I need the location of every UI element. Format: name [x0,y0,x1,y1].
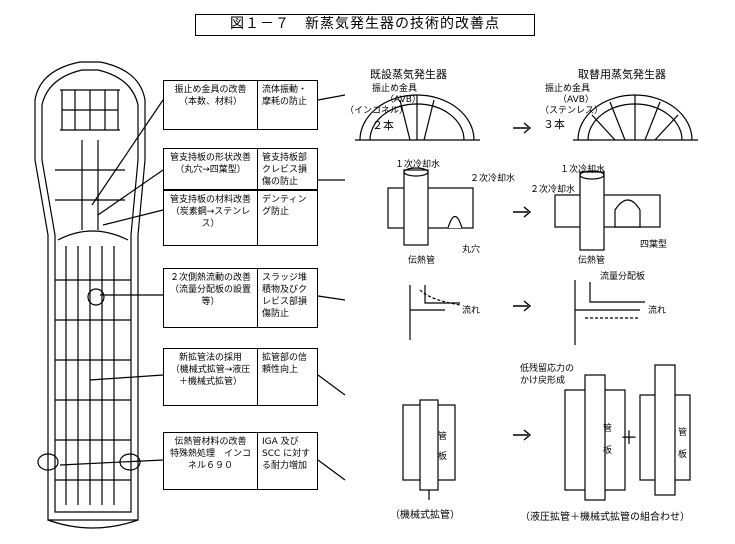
avb-old-diagram [355,94,480,141]
improvement-effect: スラッジ堆積物及びクレビス部損傷防止 [262,273,308,319]
improvement-detail: （炭素鋼→ステンレス） [170,207,251,229]
leader-arrows [59,94,346,481]
flow-new-label: 流れ [648,306,667,316]
sheet-label-c: 板 [678,450,688,460]
flow-old-diagram [409,285,461,340]
quatrefoil-label: 四葉型 [640,240,668,250]
tube-label-a: 管 [438,432,448,442]
flow-new-diagram [574,280,645,345]
improvement-effect: 管支持板部クレビス損傷の防止 [262,153,308,187]
mech-expansion-caption: （機械式拡管） [390,510,460,521]
flow-baffle-label: 流量分配板 [600,272,646,282]
improvement-effect: 流体振動・摩耗の防止 [262,85,308,107]
avb-new-label: 振止め金具 [545,84,591,94]
step-formation-label: かけ戻形成 [520,376,566,386]
flow-old-label: 流れ [462,306,481,316]
improvement-item: 伝熱管材料の改善 [174,437,247,447]
tube-label-c: 管 [678,428,688,438]
improvement-detail: （丸穴→四葉型） [175,165,246,175]
improvement-box-plate-shape: 管支持板の形状改善 （丸穴→四葉型） 管支持板部クレビス損傷の防止 [163,148,318,190]
improvement-detail: （流量分配板の設置等） [169,285,251,307]
improvement-effect: 拡管部の信頼性向上 [262,353,308,375]
improvement-detail: 特殊熱処理 インコネル６９０ [169,449,251,471]
avb-new-diagram [573,94,698,141]
improvement-box-tube-material: 伝熱管材料の改善特殊熱処理 インコネル６９０ IGA 及び SCC に対する耐力… [163,432,318,490]
round-hole-label: 丸穴 [462,245,481,255]
support-plate-new-diagram [554,170,661,251]
avb-old-label: 振止め金具 [372,84,418,94]
improvement-item: 新拡管法の採用 [178,353,242,363]
improvement-item: 振止め金具の改善 [174,85,247,95]
primary-coolant-old: １次冷却水 [395,160,441,170]
secondary-coolant-old: ２次冷却水 [470,174,516,184]
header-replacement: 取替用蒸気発生器 [578,68,666,81]
transition-arrows [513,122,532,441]
secondary-coolant-new: ２次冷却水 [530,185,576,195]
avb-new-material: （ステンレス） [540,106,604,116]
steam-generator-illustration [34,61,146,529]
tube-old-label: 伝熱管 [408,256,436,266]
avb-old-abbrev: （AVB） [385,95,421,105]
improvement-detail: （機械式拡管→液圧＋機械式拡管） [170,365,251,387]
plus-sign: ＋ [620,428,638,449]
improvement-item: 管支持板の材料改善 [169,195,251,205]
avb-old-count: ２本 [372,119,394,132]
improvement-box-avb: 振止め金具の改善 （本数、材料） 流体振動・摩耗の防止 [163,80,318,130]
avb-old-material: （インコネル） [345,106,409,116]
combo-expansion-caption: （液圧拡管＋機械式拡管の組合わせ） [520,512,690,523]
residual-stress-label: 低残留応力の [520,364,575,374]
expansion-new-diagram [564,364,691,501]
improvement-detail: （本数、材料） [178,97,242,107]
improvement-box-expansion: 新拡管法の採用 （機械式拡管→液圧＋機械式拡管） 拡管部の信頼性向上 [163,348,318,406]
improvement-effect: デンティング防止 [262,195,307,217]
avb-new-abbrev: （AVB） [558,95,594,105]
improvement-box-flow: ２次側熱流動の改善 （流量分配板の設置等） スラッジ堆積物及びクレビス部損傷防止 [163,268,318,328]
tube-label-b: 管 [603,424,613,434]
primary-coolant-new: １次冷却水 [560,165,606,175]
improvement-item: 管支持板の形状改善 [169,153,251,163]
sheet-label-b: 板 [603,446,613,456]
improvement-item: ２次側熱流動の改善 [169,273,251,283]
support-plate-old-diagram [387,167,474,246]
header-existing: 既設蒸気発生器 [370,68,447,81]
avb-new-count: ３本 [543,118,565,131]
improvement-effect: IGA 及び SCC に対する耐力増加 [262,437,311,471]
improvement-box-plate-material: 管支持板の材料改善 （炭素鋼→ステンレス） デンティング防止 [163,190,318,246]
tube-new-label: 伝熱管 [578,256,606,266]
expansion-old-diagram [402,399,456,500]
figure-title: 図１－７ 新蒸気発生器の技術的改善点 [195,14,535,36]
sheet-label-a: 板 [438,452,448,462]
